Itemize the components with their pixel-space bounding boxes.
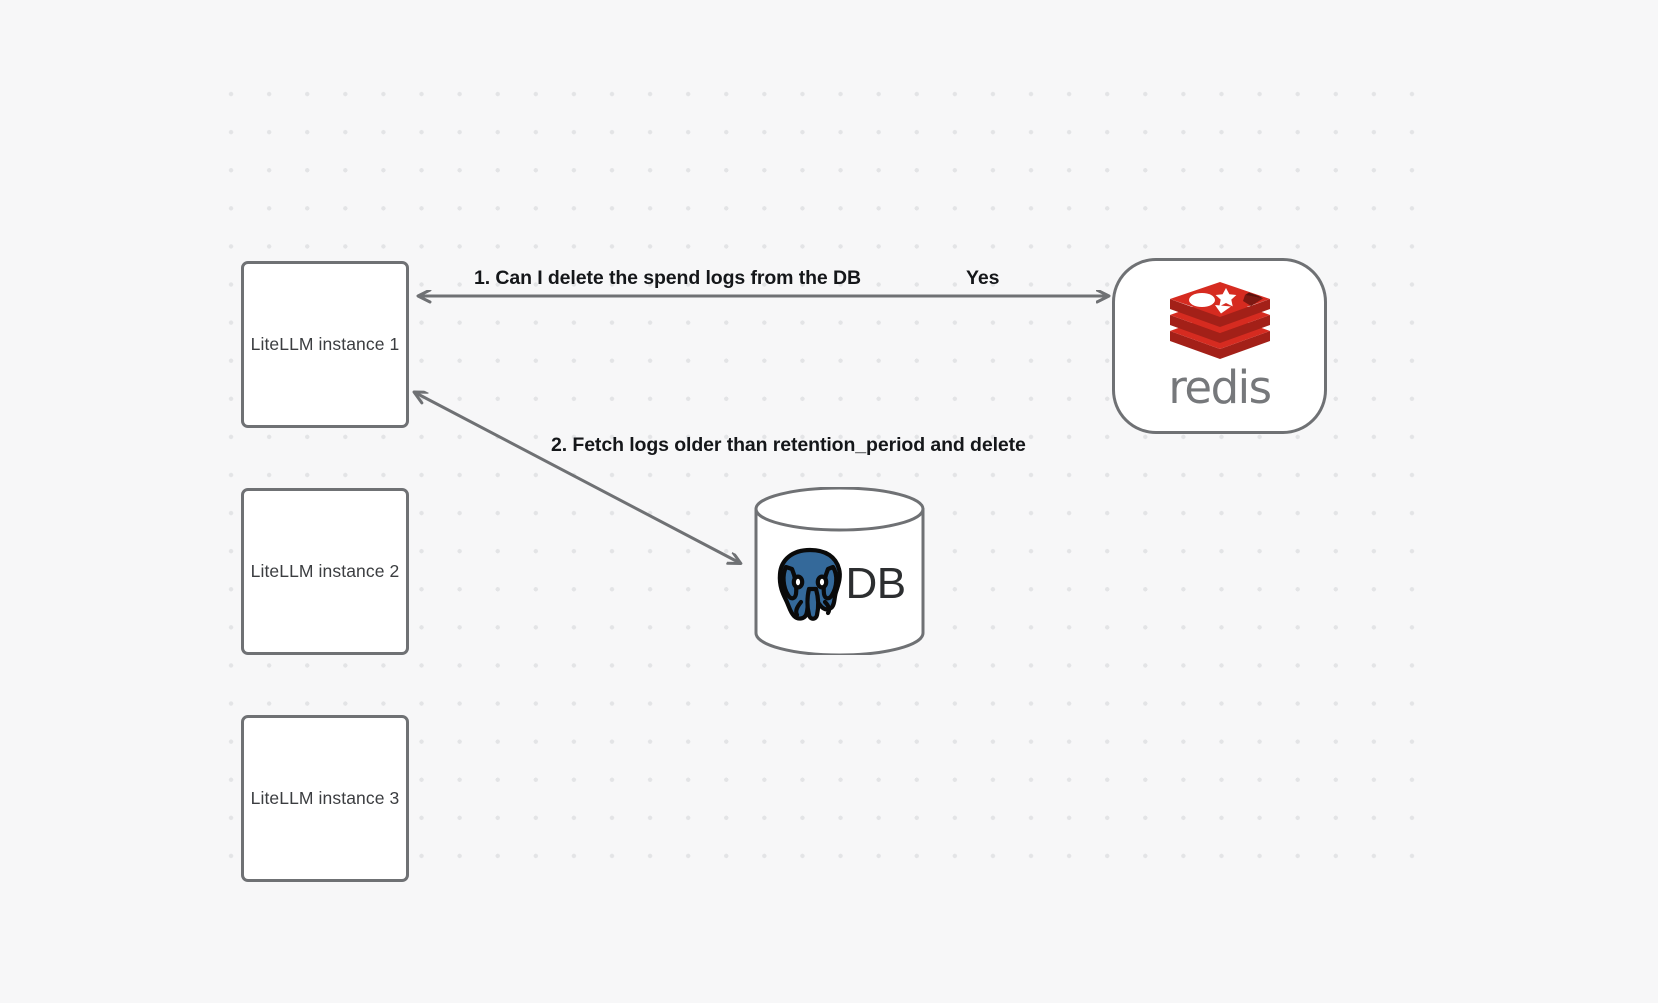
edge-label-step-2: 2. Fetch logs older than retention_perio…	[551, 434, 1026, 456]
node-litellm-instance-1[interactable]: LiteLLM instance 1	[241, 261, 409, 428]
node-label: LiteLLM instance 1	[250, 334, 400, 354]
redis-wordmark: redis	[1168, 360, 1272, 414]
edge-label-yes: Yes	[966, 267, 1000, 289]
node-postgres-db[interactable]: DB	[752, 487, 927, 655]
node-label: LiteLLM instance 3	[250, 788, 400, 808]
node-litellm-instance-2[interactable]: LiteLLM instance 2	[241, 488, 409, 655]
postgresql-elephant-icon	[778, 547, 843, 621]
node-redis[interactable]: redis	[1112, 258, 1327, 434]
node-litellm-instance-3[interactable]: LiteLLM instance 3	[241, 715, 409, 882]
edge-label-step-1: 1. Can I delete the spend logs from the …	[474, 267, 861, 289]
db-label: DB	[845, 559, 906, 608]
redis-logo-icon	[1169, 281, 1270, 359]
edge-litellm1-db	[414, 392, 740, 563]
node-label: LiteLLM instance 2	[250, 561, 400, 581]
